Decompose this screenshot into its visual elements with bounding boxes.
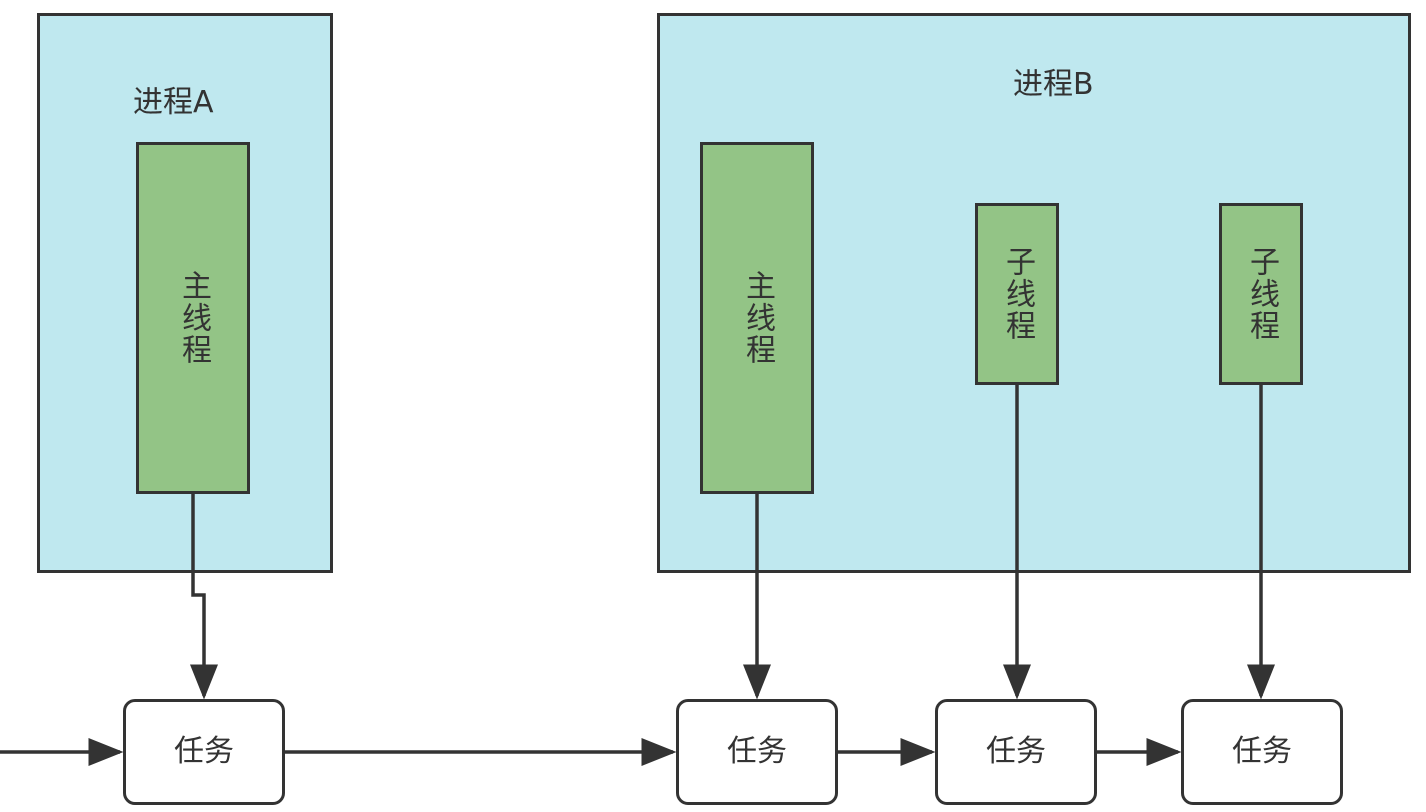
task-box-3: 任务 <box>935 699 1097 805</box>
process-a-label: 进程A <box>133 85 214 120</box>
task-box-1: 任务 <box>123 699 285 805</box>
task-box-2: 任务 <box>676 699 838 805</box>
process-b-main-thread-label: 主线程 <box>740 270 775 366</box>
process-a-main-thread: 主线程 <box>136 142 250 494</box>
process-b-child-thread-2: 子线程 <box>1219 203 1303 385</box>
process-a-main-thread-label: 主线程 <box>176 270 211 366</box>
process-b-child-thread-1-label: 子线程 <box>1000 246 1035 342</box>
process-b-label: 进程B <box>1013 67 1094 102</box>
process-b-main-thread: 主线程 <box>700 142 814 494</box>
process-b-child-thread-2-label: 子线程 <box>1244 246 1279 342</box>
task-box-4: 任务 <box>1181 699 1343 805</box>
process-b-child-thread-1: 子线程 <box>975 203 1059 385</box>
